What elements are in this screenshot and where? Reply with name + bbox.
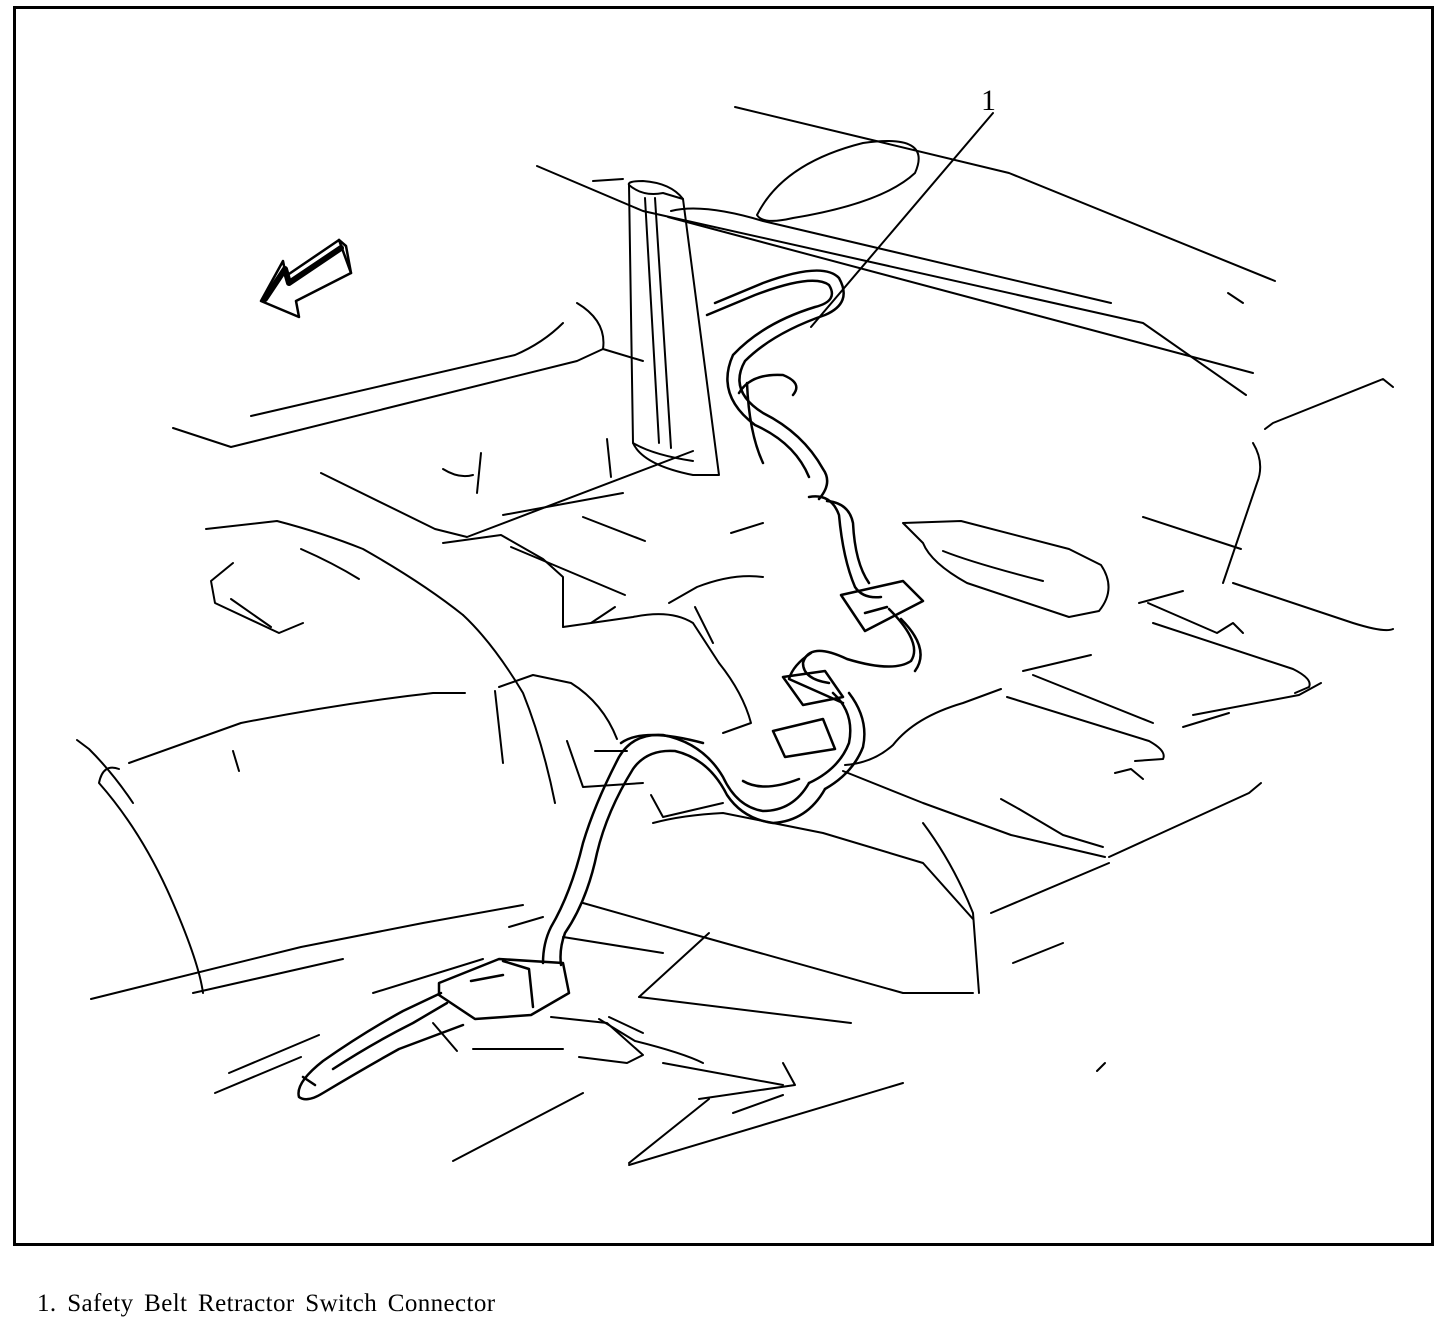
vehicle-floor-drawing [76,106,1394,1166]
wiring-harness [297,269,925,1101]
figure-caption: 1. Safety Belt Retractor Switch Connecto… [37,1290,496,1317]
floor-pan-lines [76,302,1394,1166]
callout-leader-line [810,112,994,328]
callout-number-1: 1 [981,84,996,117]
figure-frame [13,6,1434,1246]
direction-arrow-icon [259,238,353,319]
retractor-post [627,180,720,476]
rear-panel-lines [536,106,1276,396]
